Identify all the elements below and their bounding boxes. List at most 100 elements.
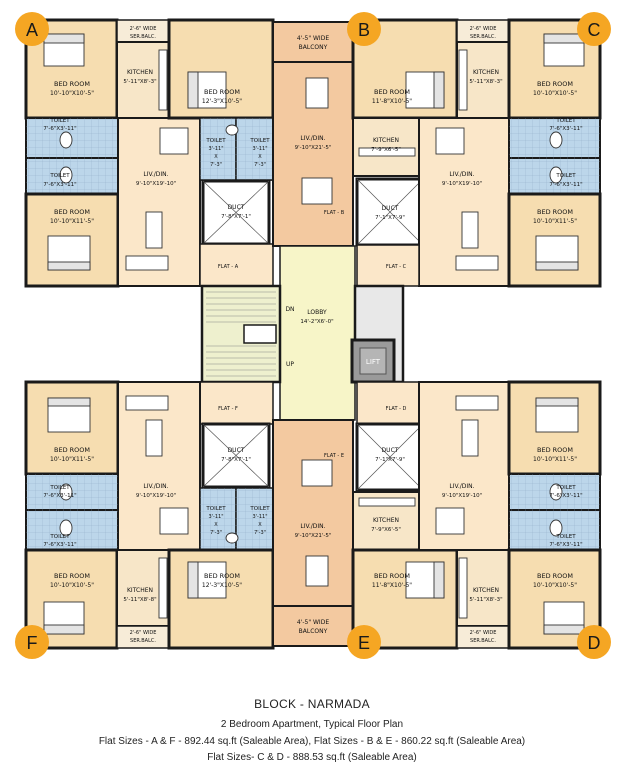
label: BALCONY — [299, 44, 328, 51]
flat-sizes-line-2: Flat Sizes- C & D - 888.53 sq.ft (Saleab… — [207, 752, 417, 763]
sofa-icon — [461, 211, 479, 249]
label: 7'-6"X3'-11" — [43, 182, 76, 188]
label: 10'-10"X11'-5" — [533, 218, 577, 225]
label: TOILET — [205, 506, 226, 512]
lobby — [279, 245, 356, 421]
badge-c — [577, 12, 611, 46]
label: 9'-10"X19'-10" — [136, 493, 176, 499]
label: TOILET — [555, 534, 576, 540]
label: 9'-10"X19'-10" — [136, 181, 176, 187]
room-kitchen-b — [352, 117, 420, 177]
label: 12'-3"X10'-5" — [202, 98, 242, 105]
stair-treads — [206, 291, 276, 377]
label: LOBBY — [307, 309, 327, 316]
label: SER.BALC. — [130, 34, 156, 40]
label: LIV./DIN. — [300, 135, 325, 142]
dining-table-icon — [435, 127, 465, 155]
label: TOILET — [249, 506, 270, 512]
label: 10'-10"X10'-5" — [50, 90, 94, 97]
dining-table-icon — [159, 507, 189, 535]
label: TOILET — [49, 534, 70, 540]
label: 10'-10"X11'-5" — [50, 456, 94, 463]
badge-b-letter: B — [358, 20, 370, 40]
label: SER.BALC. — [130, 638, 156, 644]
label: 9'-10"X21'-5" — [295, 145, 332, 151]
label: 10'-10"X10'-5" — [50, 582, 94, 589]
label: 12'-3"X10'-5" — [202, 582, 242, 589]
label: TOILET — [555, 173, 576, 179]
label: TOILET — [555, 485, 576, 491]
furniture — [43, 33, 585, 635]
label: LIV./DIN. — [449, 483, 474, 490]
label: FLAT - C — [386, 264, 407, 270]
label: TOILET — [49, 173, 70, 179]
label: UP — [286, 361, 294, 368]
label: 14'-2"X6'-0" — [300, 319, 333, 325]
label: 2'-6" WIDE — [130, 630, 157, 636]
wc-icon — [225, 124, 239, 136]
label: 3'-11" — [252, 146, 267, 152]
wc-icon — [59, 166, 73, 184]
label: 7'-6"X3'-11" — [43, 542, 76, 548]
label: KITCHEN — [127, 587, 153, 594]
badge-e — [347, 625, 381, 659]
label: TOILET — [205, 138, 226, 144]
label: 4'-5" WIDE — [297, 35, 329, 42]
label: LIV./DIN. — [143, 483, 168, 490]
label: 7'-6"X3'-11" — [549, 126, 582, 132]
label: 7'-9"X6'-5" — [371, 147, 401, 153]
label: 3'-11" — [208, 514, 223, 520]
sofa-icon — [455, 255, 499, 271]
plan-title: BLOCK - NARMADA — [254, 697, 370, 711]
dining-table-icon — [305, 77, 329, 109]
label: KITCHEN — [127, 69, 153, 76]
dining-table-icon — [435, 507, 465, 535]
label: FLAT - F — [218, 406, 238, 412]
dining-table-icon — [159, 127, 189, 155]
label: 5'-11"X8'-3" — [469, 597, 502, 603]
kitchen-counter-icon — [158, 49, 168, 111]
label: X — [214, 154, 218, 160]
badge-d-letter: D — [588, 633, 601, 653]
label: 9'-10"X19'-10" — [442, 493, 482, 499]
label: DUCT — [382, 205, 399, 212]
label: BED ROOM — [537, 80, 573, 88]
room-labels: BED ROOM 10'-10"X10'-5" 2'-6" WIDE SER.B… — [43, 26, 582, 644]
label: BED ROOM — [374, 88, 410, 96]
badge-e-letter: E — [358, 633, 370, 653]
sofa-icon — [301, 177, 333, 205]
dining-table-icon — [305, 555, 329, 587]
badge-c-letter: C — [588, 20, 601, 40]
label: X — [214, 522, 218, 528]
label: 7'-3" — [210, 530, 222, 536]
wc-icon — [59, 131, 73, 149]
label: BALCONY — [299, 628, 328, 635]
badge-a-letter: A — [26, 20, 38, 40]
kitchen-counter-icon — [158, 557, 168, 619]
label: DUCT — [382, 447, 399, 454]
sofa-icon — [461, 419, 479, 457]
label: DUCT — [228, 447, 245, 454]
label: DN — [285, 306, 294, 313]
room-balcony-e — [272, 605, 354, 647]
wc-icon — [549, 131, 563, 149]
wc-icon — [549, 166, 563, 184]
label: 7'-6"X3'-11" — [43, 126, 76, 132]
label: 7'-6"X3'-11" — [549, 493, 582, 499]
label: 7'-6"X3'-11" — [549, 182, 582, 188]
plan-subtitle: 2 Bedroom Apartment, Typical Floor Plan — [220, 719, 404, 730]
label: 5'-11"X8'-3" — [123, 79, 156, 85]
label: X — [258, 522, 262, 528]
label: BED ROOM — [537, 446, 573, 454]
wc-icon — [59, 519, 73, 537]
label: 9'-10"X21'-5" — [295, 533, 332, 539]
label: KITCHEN — [373, 517, 399, 524]
label: 7'-6"X3'-11" — [549, 542, 582, 548]
label: FLAT - E — [324, 453, 344, 459]
badge-f — [15, 625, 49, 659]
label: KITCHEN — [473, 587, 499, 594]
label: LIV./DIN. — [449, 171, 474, 178]
badge-d — [577, 625, 611, 659]
wc-icon — [549, 483, 563, 501]
label: FLAT - A — [218, 264, 239, 270]
